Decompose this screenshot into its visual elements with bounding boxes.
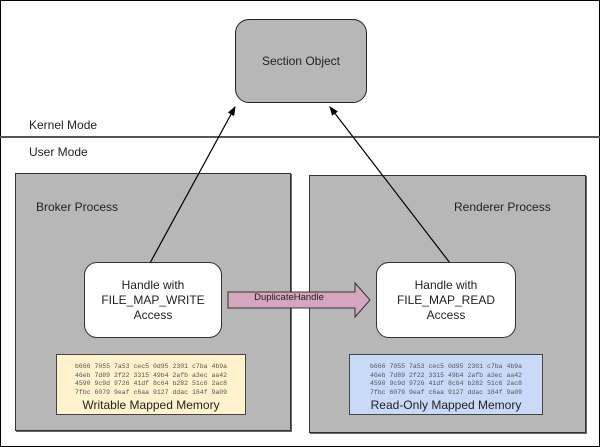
hex-line: 4590 9c9d 9726 41df 8c64 b282 51c6 2ac8 bbox=[74, 380, 228, 387]
broker-to-section-arrow bbox=[149, 105, 236, 264]
duplicate-handle-label: DuplicateHandle bbox=[254, 292, 324, 303]
broker-process-label: Broker Process bbox=[36, 200, 119, 214]
renderer-to-section-arrow bbox=[329, 106, 451, 264]
hex-line: 4590 9c9d 9726 41df 8c64 b282 51c6 2ac8 bbox=[369, 380, 523, 387]
user-mode-label: User Mode bbox=[29, 145, 88, 159]
broker-handle-line: FILE_MAP_WRITE bbox=[101, 292, 205, 307]
renderer-handle-line: FILE_MAP_READ bbox=[396, 292, 496, 307]
hex-line: 46eb 7d89 2f22 3315 49b4 2afb a3ec aa42 bbox=[369, 371, 523, 379]
mode-divider bbox=[0, 136, 600, 138]
hex-line: 7fbc 6079 9eaf c6aa 9127 ddac 184f 9a09 bbox=[74, 388, 228, 396]
broker-handle-line: Handle with bbox=[121, 277, 185, 292]
broker-handle: Handle with FILE_MAP_WRITE Access bbox=[84, 262, 222, 338]
renderer-handle-line: Handle with bbox=[414, 277, 478, 292]
section-object-label: Section Object bbox=[261, 54, 341, 68]
renderer-process-label: Renderer Process bbox=[454, 200, 551, 214]
hex-line: 7fbc 6079 9eaf c6aa 9127 ddac 184f 9a09 bbox=[369, 388, 523, 396]
hex-line: b666 7055 7a53 cec5 0d95 2301 c7ba 4b9a bbox=[369, 363, 523, 370]
readonly-memory-label: Read-Only Mapped Memory bbox=[370, 398, 522, 412]
hex-line: 46eb 7d89 2f22 3315 49b4 2afb a3ec aa42 bbox=[74, 371, 228, 379]
kernel-mode-label: Kernel Mode bbox=[29, 118, 98, 132]
writable-memory-label: Writable Mapped Memory bbox=[82, 398, 220, 412]
broker-handle-line: Access bbox=[133, 307, 173, 322]
renderer-handle: Handle with FILE_MAP_READ Access bbox=[376, 262, 516, 338]
hex-line: b666 7055 7a53 cec5 0d95 2301 c7ba 4b9a bbox=[74, 363, 228, 370]
renderer-handle-line: Access bbox=[426, 307, 466, 322]
section-object: Section Object bbox=[235, 19, 367, 103]
duplicate-handle-arrow bbox=[227, 281, 371, 319]
